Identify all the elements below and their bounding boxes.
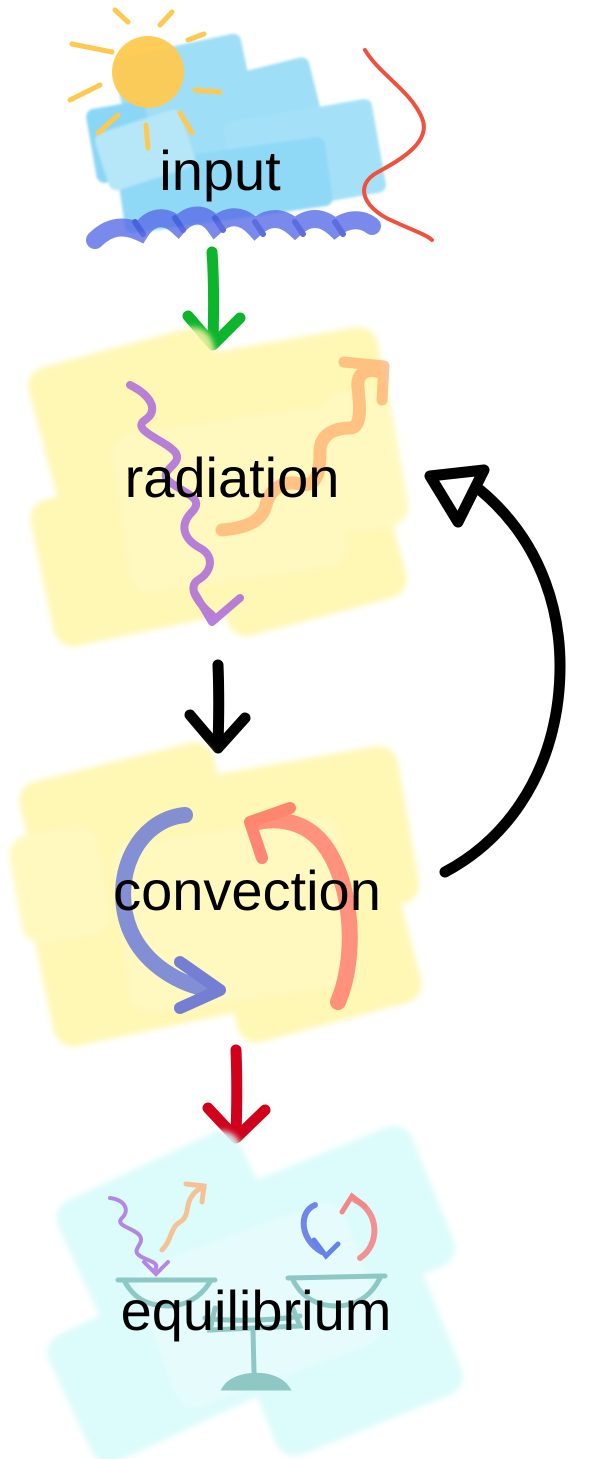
radiation-wash bbox=[28, 327, 409, 647]
convection-wash bbox=[9, 742, 422, 1047]
orange-wavy-arrow-icon bbox=[215, 356, 390, 537]
sun-icon bbox=[67, 7, 223, 151]
equilibrium-node: equilibrium bbox=[47, 1125, 463, 1459]
input-node: input bbox=[67, 7, 434, 249]
arrow-radiation-to-convection bbox=[184, 659, 251, 754]
convection-node: convection bbox=[9, 742, 422, 1047]
red-wave-icon bbox=[362, 48, 434, 242]
small-purple-wavy-arrow-icon bbox=[108, 1196, 170, 1277]
radiation-node: radiation bbox=[28, 327, 409, 647]
equilibrium-label: equilibrium bbox=[121, 1279, 392, 1342]
balance-scale-icon bbox=[115, 1273, 388, 1391]
arrow-convection-to-equilibrium bbox=[202, 1044, 271, 1144]
small-blue-curved-arrow-icon bbox=[300, 1202, 341, 1260]
water-wave-icon bbox=[86, 206, 381, 249]
red-curved-arrow-icon bbox=[244, 802, 358, 1010]
small-red-curved-arrow-icon bbox=[339, 1192, 378, 1261]
small-orange-wavy-arrow-icon bbox=[159, 1181, 207, 1253]
blue-curved-arrow-icon bbox=[115, 807, 226, 1014]
input-label: input bbox=[159, 139, 281, 202]
sun-rays bbox=[67, 7, 223, 151]
convection-label: convection bbox=[113, 859, 381, 922]
purple-wavy-arrow-icon bbox=[126, 381, 244, 626]
radiation-label: radiation bbox=[125, 446, 340, 509]
arrow-feedback-convection-to-radiation bbox=[424, 464, 566, 878]
